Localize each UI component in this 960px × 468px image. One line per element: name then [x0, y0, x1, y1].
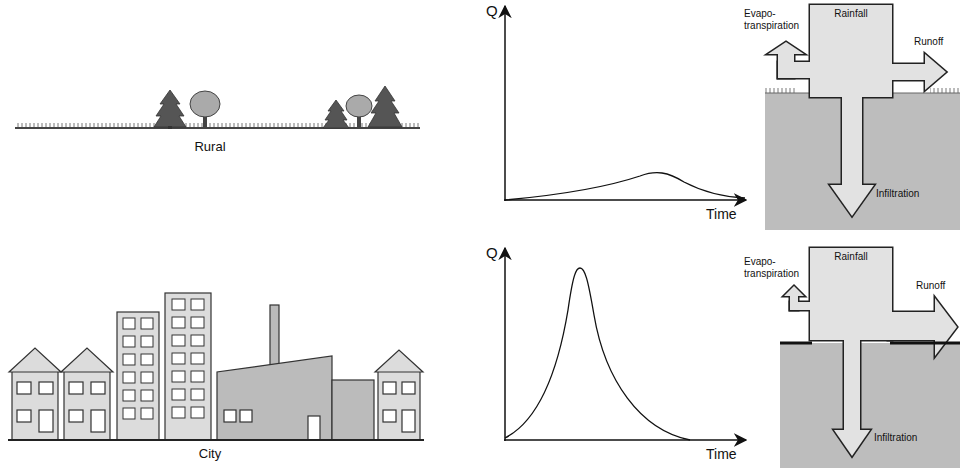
label-slot: Evapo- transpiration — [744, 8, 806, 31]
flow-label: Evapo- transpiration — [744, 256, 806, 279]
flow-label: Evapo- transpiration — [744, 8, 806, 31]
label-slot: Rural — [170, 140, 250, 155]
label-slot: City — [170, 447, 250, 462]
hydrograph-rural — [504, 6, 746, 201]
flow-label: Runoff — [916, 280, 945, 292]
water-balance-rural — [765, 5, 960, 230]
label-slot: Runoff — [916, 280, 945, 292]
axis-label: Time — [706, 206, 737, 222]
city-scene — [8, 293, 424, 440]
label-slot: Time — [706, 446, 737, 462]
label-slot: Infiltration — [876, 188, 919, 200]
label-slot: Time — [706, 206, 737, 222]
flow-label: Infiltration — [876, 188, 919, 200]
hydrograph-city — [504, 248, 746, 441]
label-slot: Q — [486, 2, 498, 19]
axis-label: Time — [706, 446, 737, 462]
flow-label: Runoff — [914, 36, 943, 48]
axis-label: Q — [486, 244, 498, 261]
label-slot: Rainfall — [811, 8, 891, 20]
scene-title: Rural — [170, 140, 250, 155]
axis-label: Q — [486, 2, 498, 19]
label-slot: Infiltration — [874, 432, 917, 444]
label-slot: Runoff — [914, 36, 943, 48]
flow-label: Rainfall — [811, 251, 891, 263]
water-balance-city — [780, 248, 960, 468]
scene-title: City — [170, 447, 250, 462]
label-slot: Rainfall — [811, 251, 891, 263]
label-slot: Q — [486, 244, 498, 261]
flow-label: Infiltration — [874, 432, 917, 444]
rural-scene — [15, 86, 420, 129]
label-slot: Evapo- transpiration — [744, 256, 806, 279]
flow-label: Rainfall — [811, 8, 891, 20]
